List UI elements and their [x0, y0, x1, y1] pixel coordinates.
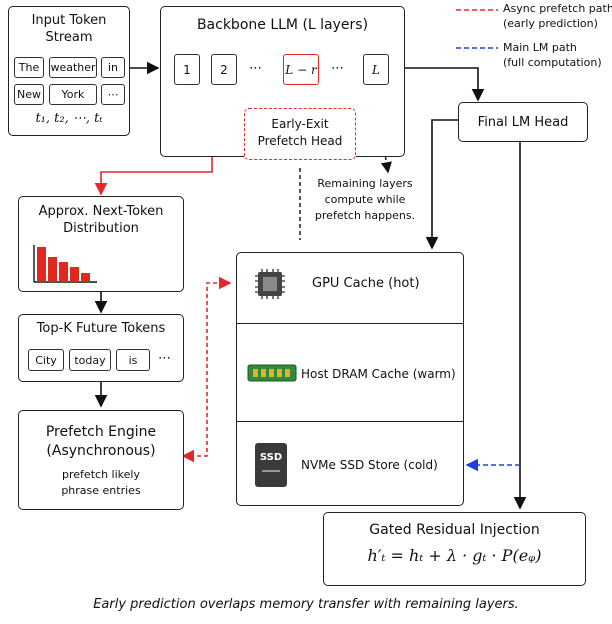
- figure-caption: Early prediction overlaps memory transfe…: [93, 597, 519, 612]
- input-sequence: t₁, t₂, ⋯, tₜ: [35, 111, 103, 126]
- layer-ellipsis: ⋯: [331, 61, 344, 76]
- layer-box-l: L: [363, 54, 389, 85]
- prefetch-engine-title: Prefetch Engine (Asynchronous): [45, 424, 157, 459]
- memory-hierarchy-box: GPU Cache (hot) Host DRAM Cache (warm) S…: [236, 252, 464, 506]
- input-title: Input Token Stream: [31, 13, 107, 45]
- backbone-llm-box: Backbone LLM (L layers) 1 2 ⋯ L − r ⋯ L: [160, 6, 405, 157]
- layer-ellipsis: ⋯: [249, 61, 262, 76]
- topk-token: today: [69, 349, 111, 371]
- early-exit-label: Early-Exit Prefetch Head: [257, 117, 343, 148]
- final-head-label: Final LM Head: [477, 114, 569, 130]
- prefetch-engine-box: Prefetch Engine (Asynchronous) prefetch …: [18, 410, 184, 510]
- final-lm-head-box: Final LM Head: [458, 102, 588, 142]
- remaining-layers-note: Remaining layers compute while prefetch …: [305, 176, 425, 224]
- input-token-stream-box: Input Token Stream The weather in New Yo…: [8, 6, 130, 136]
- legend-async-label: Async prefetch path (early prediction): [503, 2, 612, 30]
- gpu-cache-label: GPU Cache (hot): [312, 276, 420, 291]
- gated-title: Gated Residual Injection: [369, 522, 540, 538]
- input-token: in: [101, 57, 125, 78]
- gated-residual-injection-box: Gated Residual Injection h′ₜ = hₜ + λ · …: [323, 512, 586, 586]
- gated-formula: h′ₜ = hₜ + λ · gₜ · P(eᵩ): [367, 546, 542, 565]
- early-exit-prefetch-head: Early-Exit Prefetch Head: [244, 108, 356, 160]
- input-token: The: [14, 57, 44, 78]
- topk-future-tokens-box: Top-K Future Tokens City today is ⋯: [18, 314, 184, 382]
- dram-cache-label: Host DRAM Cache (warm): [301, 367, 456, 381]
- topk-ellipsis: ⋯: [158, 351, 171, 366]
- layer-box-l-minus-r: L − r: [283, 54, 319, 85]
- ssd-badge: SSD: [259, 452, 283, 463]
- layer-box: 1: [174, 54, 200, 85]
- input-token: New: [14, 84, 44, 105]
- input-token: York: [49, 84, 97, 105]
- ssd-store-label: NVMe SSD Store (cold): [301, 458, 438, 472]
- prefetch-engine-subtitle: prefetch likely phrase entries: [61, 468, 141, 497]
- ram-icon: [247, 364, 297, 382]
- distribution-bars: [33, 245, 97, 283]
- topk-title: Top-K Future Tokens: [36, 321, 166, 336]
- chip-icon: [255, 269, 285, 299]
- topk-token: City: [28, 349, 64, 371]
- backbone-title: Backbone LLM (L layers): [196, 17, 369, 33]
- topk-token: is: [116, 349, 150, 371]
- legend-main-label: Main LM path (full computation): [503, 41, 602, 69]
- input-token: weather: [49, 57, 97, 78]
- layer-box: 2: [211, 54, 237, 85]
- input-token: ⋯: [101, 84, 125, 105]
- approx-distribution-box: Approx. Next-Token Distribution: [18, 196, 184, 292]
- ssd-icon: SSD: [255, 443, 287, 487]
- approx-title: Approx. Next-Token Distribution: [38, 204, 164, 236]
